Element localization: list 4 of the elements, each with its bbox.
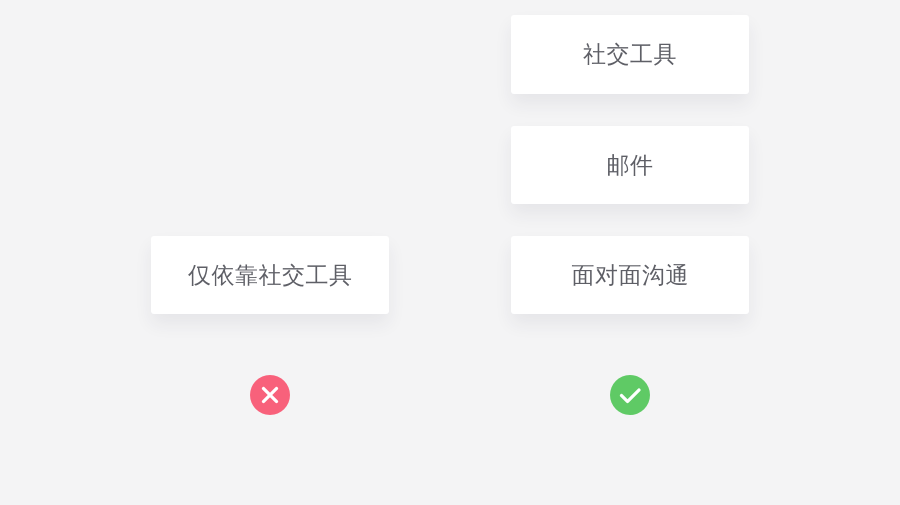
text-card: 邮件 xyxy=(511,126,749,204)
text-card: 社交工具 xyxy=(511,15,749,94)
text-card: 面对面沟通 xyxy=(511,236,749,314)
text-card: 仅依靠社交工具 xyxy=(151,236,389,314)
